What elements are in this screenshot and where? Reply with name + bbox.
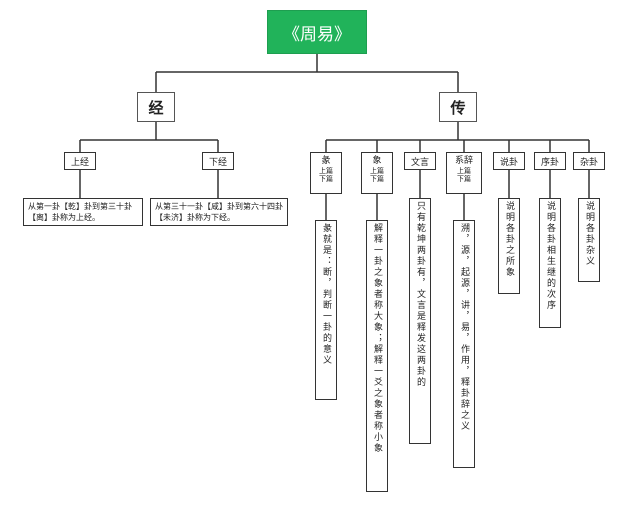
node-zhuan: 传 [439,92,477,122]
node-zagua: 杂卦 [573,152,605,170]
node-jing-label: 经 [148,98,164,117]
leaf-wenyan-text: 只有乾坤两卦有，文言是释发这两卦的 [415,201,425,388]
node-xiajing-label: 下经 [208,157,227,168]
leaf-xiajing-desc: 从第三十一卦【咸】卦到第六十四卦【未济】卦称为下经。 [150,198,288,226]
leaf-shangjing-desc: 从第一卦【乾】卦到第三十卦【离】卦称为上经。 [23,198,143,226]
node-tuan-sub2: 下篇 [319,175,333,183]
node-xici: 系辞 上篇 下篇 [446,152,482,194]
leaf-xiang-desc: 解释一卦之象者称大象；解释一爻之象者称小象 [366,220,388,492]
node-xici-sub2: 下篇 [457,175,471,183]
node-shuogua: 说卦 [493,152,525,170]
node-wenyan-label: 文言 [410,157,429,168]
node-xiang-sub1: 上篇 [370,167,384,175]
node-xugua: 序卦 [534,152,566,170]
node-zhuan-label: 传 [450,98,466,117]
leaf-xiang-text: 解释一卦之象者称大象；解释一爻之象者称小象 [372,223,382,454]
leaf-shuogua-text: 说明各卦之所象 [504,201,514,278]
node-wenyan: 文言 [404,152,436,170]
node-xiang-label: 象 [372,156,382,166]
leaf-tuan-text: 彖就是：断，判断一卦的意义 [321,223,331,366]
node-xici-label: 系辞 [454,156,473,166]
node-tuan-sub1: 上篇 [319,167,333,175]
node-tuan-label: 彖 [321,156,331,166]
leaf-zagua-desc: 说明各卦杂义 [578,198,600,282]
node-xiang: 象 上篇 下篇 [361,152,393,194]
node-shangjing-label: 上经 [70,157,89,168]
node-shangjing: 上经 [64,152,96,170]
leaf-shangjing-text: 从第一卦【乾】卦到第三十卦【离】卦称为上经。 [28,202,132,222]
leaf-xici-text: 溯，源，起源，讲，易，作用，释卦辞之义 [459,223,469,432]
leaf-shuogua-desc: 说明各卦之所象 [498,198,520,294]
node-xici-sub1: 上篇 [457,167,471,175]
node-xugua-label: 序卦 [540,157,559,168]
root-node-zhouyi: 《周易》 [267,10,367,54]
leaf-zagua-text: 说明各卦杂义 [584,201,594,267]
leaf-xiajing-text: 从第三十一卦【咸】卦到第六十四卦【未济】卦称为下经。 [155,202,283,222]
node-shuogua-label: 说卦 [499,157,518,168]
leaf-xugua-desc: 说明各卦相生继的次序 [539,198,561,328]
root-label: 《周易》 [283,24,351,45]
node-xiang-sub2: 下篇 [370,175,384,183]
node-xiajing: 下经 [202,152,234,170]
node-tuan: 彖 上篇 下篇 [310,152,342,194]
leaf-tuan-desc: 彖就是：断，判断一卦的意义 [315,220,337,400]
leaf-xugua-text: 说明各卦相生继的次序 [545,201,555,311]
node-zagua-label: 杂卦 [579,157,598,168]
node-jing: 经 [137,92,175,122]
leaf-wenyan-desc: 只有乾坤两卦有，文言是释发这两卦的 [409,198,431,444]
leaf-xici-desc: 溯，源，起源，讲，易，作用，释卦辞之义 [453,220,475,468]
